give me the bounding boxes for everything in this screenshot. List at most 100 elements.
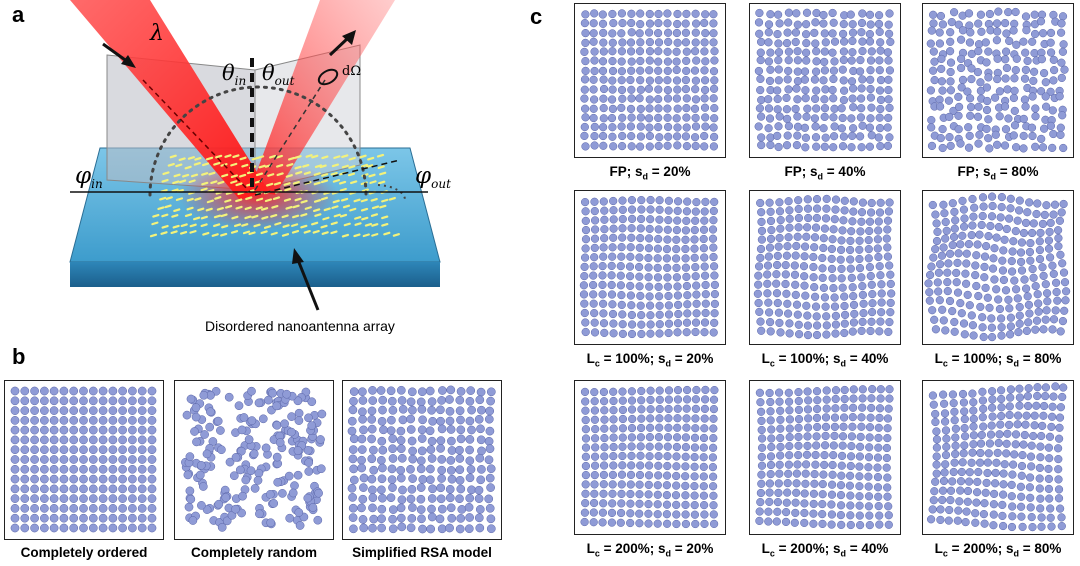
nanoparticle — [1052, 287, 1061, 297]
nanoparticle — [993, 448, 1002, 458]
nanoantenna — [353, 198, 361, 203]
nanoantenna — [303, 229, 311, 234]
nanoparticle — [627, 442, 636, 451]
nanoparticle — [980, 262, 989, 272]
nanoparticle — [69, 435, 79, 445]
nanoparticle — [59, 523, 69, 533]
nanoparticle — [775, 19, 784, 28]
nanoparticle — [783, 488, 792, 497]
nanoparticle — [990, 93, 1000, 102]
nanoparticle — [634, 262, 644, 272]
nanoparticle — [997, 192, 1007, 202]
nanoparticle — [993, 74, 1002, 84]
nanoparticle — [1037, 55, 1047, 64]
nanoantenna — [371, 223, 379, 227]
panel-a-letter: a — [12, 2, 25, 27]
nanoparticle — [293, 396, 303, 406]
nanoparticle — [867, 280, 876, 289]
nanoparticle — [272, 401, 282, 411]
nanoparticle — [446, 466, 456, 475]
nanoparticle — [618, 329, 628, 339]
nanoparticle — [59, 513, 69, 523]
nanoparticle — [417, 514, 426, 524]
nanoantenna — [323, 207, 331, 212]
nanoparticle — [368, 386, 377, 395]
nanoantenna — [161, 213, 169, 218]
nanoparticle — [709, 29, 718, 38]
nanoparticle — [803, 330, 813, 340]
nanoparticle — [599, 252, 608, 261]
nanoparticle — [221, 493, 231, 502]
nanoparticle — [812, 57, 821, 66]
nanoparticle — [244, 435, 254, 444]
nanoparticle — [867, 394, 876, 403]
nanoparticle — [803, 195, 812, 204]
nanoparticle — [59, 396, 69, 406]
nanoparticle — [755, 307, 764, 317]
nanoparticle — [608, 29, 617, 38]
panel-c-caption: Lc = 100%; sd = 80% — [934, 351, 1062, 369]
nanoparticle — [617, 103, 626, 113]
nanoparticle — [645, 9, 654, 19]
nanoparticle — [935, 28, 944, 37]
nanoantenna — [300, 199, 308, 204]
nanoantenna — [192, 216, 201, 221]
nanoparticle — [349, 387, 359, 396]
nanoparticle — [773, 10, 783, 19]
nanoparticle — [1053, 444, 1063, 453]
nanoparticle — [416, 483, 426, 492]
nanoparticle — [682, 404, 691, 413]
nanoparticle — [636, 38, 645, 47]
nanoparticle — [416, 494, 426, 504]
nanoparticle — [590, 122, 599, 132]
nanoparticle — [88, 386, 98, 396]
nanoparticle — [1049, 55, 1058, 65]
nanoparticle — [627, 461, 636, 470]
nanoparticle — [79, 445, 88, 455]
nanoparticle — [1021, 102, 1030, 111]
nanoparticle — [1056, 130, 1065, 140]
nanoparticle — [858, 317, 867, 327]
nanoparticle — [763, 270, 772, 279]
nanoparticle — [932, 435, 942, 444]
nanoparticle — [387, 464, 397, 474]
nanoparticle — [580, 508, 590, 517]
nanoparticle — [822, 194, 831, 204]
nanoparticle — [645, 95, 654, 104]
nanoparticle — [985, 9, 995, 19]
nanoparticle — [618, 414, 628, 424]
nanoparticle — [831, 404, 840, 413]
nanoparticle — [873, 463, 882, 472]
nanoparticle — [609, 18, 618, 28]
nanoparticle — [981, 283, 990, 293]
nanoparticle — [884, 502, 893, 511]
nanoparticle — [617, 47, 627, 56]
nanoparticle — [938, 20, 948, 29]
nanoparticle — [800, 518, 809, 528]
nanoparticle — [581, 244, 590, 253]
nanoparticle — [30, 513, 39, 523]
nanoparticle — [959, 205, 969, 214]
nanoparticle — [653, 254, 662, 263]
nanoparticle — [1056, 123, 1065, 132]
nanoparticle — [147, 494, 157, 503]
nanoparticle — [1009, 237, 1018, 246]
nanoparticle — [349, 396, 358, 406]
nanoparticle — [875, 520, 884, 529]
nanoantenna — [208, 171, 216, 176]
nanoparticle — [753, 289, 763, 298]
nanoparticle — [972, 281, 981, 291]
nanoparticle — [1032, 316, 1042, 325]
nanoparticle — [1020, 95, 1030, 104]
nanoparticle — [967, 230, 976, 240]
nanoparticle — [581, 434, 591, 443]
nanoparticle — [858, 37, 867, 46]
nanoparticle — [690, 491, 699, 500]
nanoparticle — [928, 200, 937, 210]
nanoparticle — [128, 474, 137, 484]
nanoparticle — [969, 440, 978, 449]
nanoantenna — [171, 188, 179, 193]
nanoparticle — [927, 26, 936, 35]
nanoantenna — [379, 204, 387, 209]
nanoparticle — [938, 124, 947, 134]
